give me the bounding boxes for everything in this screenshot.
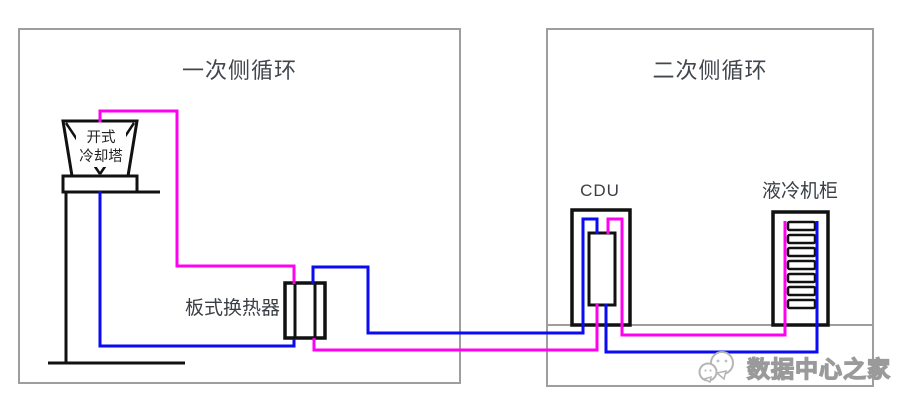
secondary-loop-box xyxy=(546,28,874,387)
rack-server-slot xyxy=(786,220,817,232)
secondary-loop-title: 二次侧循环 xyxy=(652,58,768,83)
cooling-tower-label-line2: 冷却塔 xyxy=(79,149,123,166)
rack-server-slot xyxy=(786,246,817,258)
cdu-internal-unit xyxy=(587,231,617,307)
rack-server-slot xyxy=(786,285,817,297)
plate-heat-exchanger-body xyxy=(283,281,327,340)
primary-loop-box xyxy=(18,28,461,384)
watermark-text: 数据中心之家 xyxy=(746,355,891,382)
rack-server-slot xyxy=(786,298,817,310)
cold-pipe-rack-to-cdu xyxy=(604,221,819,354)
liquid-cooling-rack-symbol xyxy=(771,210,830,327)
hot-pipe-cdu-to-rack xyxy=(606,217,787,337)
plate-heat-exchanger-label: 板式换热器 xyxy=(184,298,280,319)
rack-server-slot xyxy=(786,259,817,271)
rack-server-slot xyxy=(786,272,817,284)
watermark: 数据中心之家 xyxy=(697,350,891,384)
cold-pipe-hx-to-cdu xyxy=(311,217,599,335)
cold-pipe-tower-to-hx xyxy=(98,191,296,348)
cdu-label: CDU xyxy=(580,181,620,200)
primary-loop-title: 一次侧循环 xyxy=(181,58,297,83)
plate-heat-exchanger-symbol xyxy=(283,281,327,340)
cooling-tower-label-line1: 开式 xyxy=(86,130,116,146)
cooling-tower-basin xyxy=(61,174,139,194)
wechat-logo-icon xyxy=(698,351,734,384)
cooling-tower-label: 开式 冷却塔 xyxy=(76,129,126,168)
hot-pipe-hx-to-tower xyxy=(98,109,296,284)
rack-server-slot xyxy=(786,233,817,245)
hot-pipe-cdu-to-hx xyxy=(312,304,599,352)
liquid-cooling-rack-label: 液冷机柜 xyxy=(761,181,838,202)
